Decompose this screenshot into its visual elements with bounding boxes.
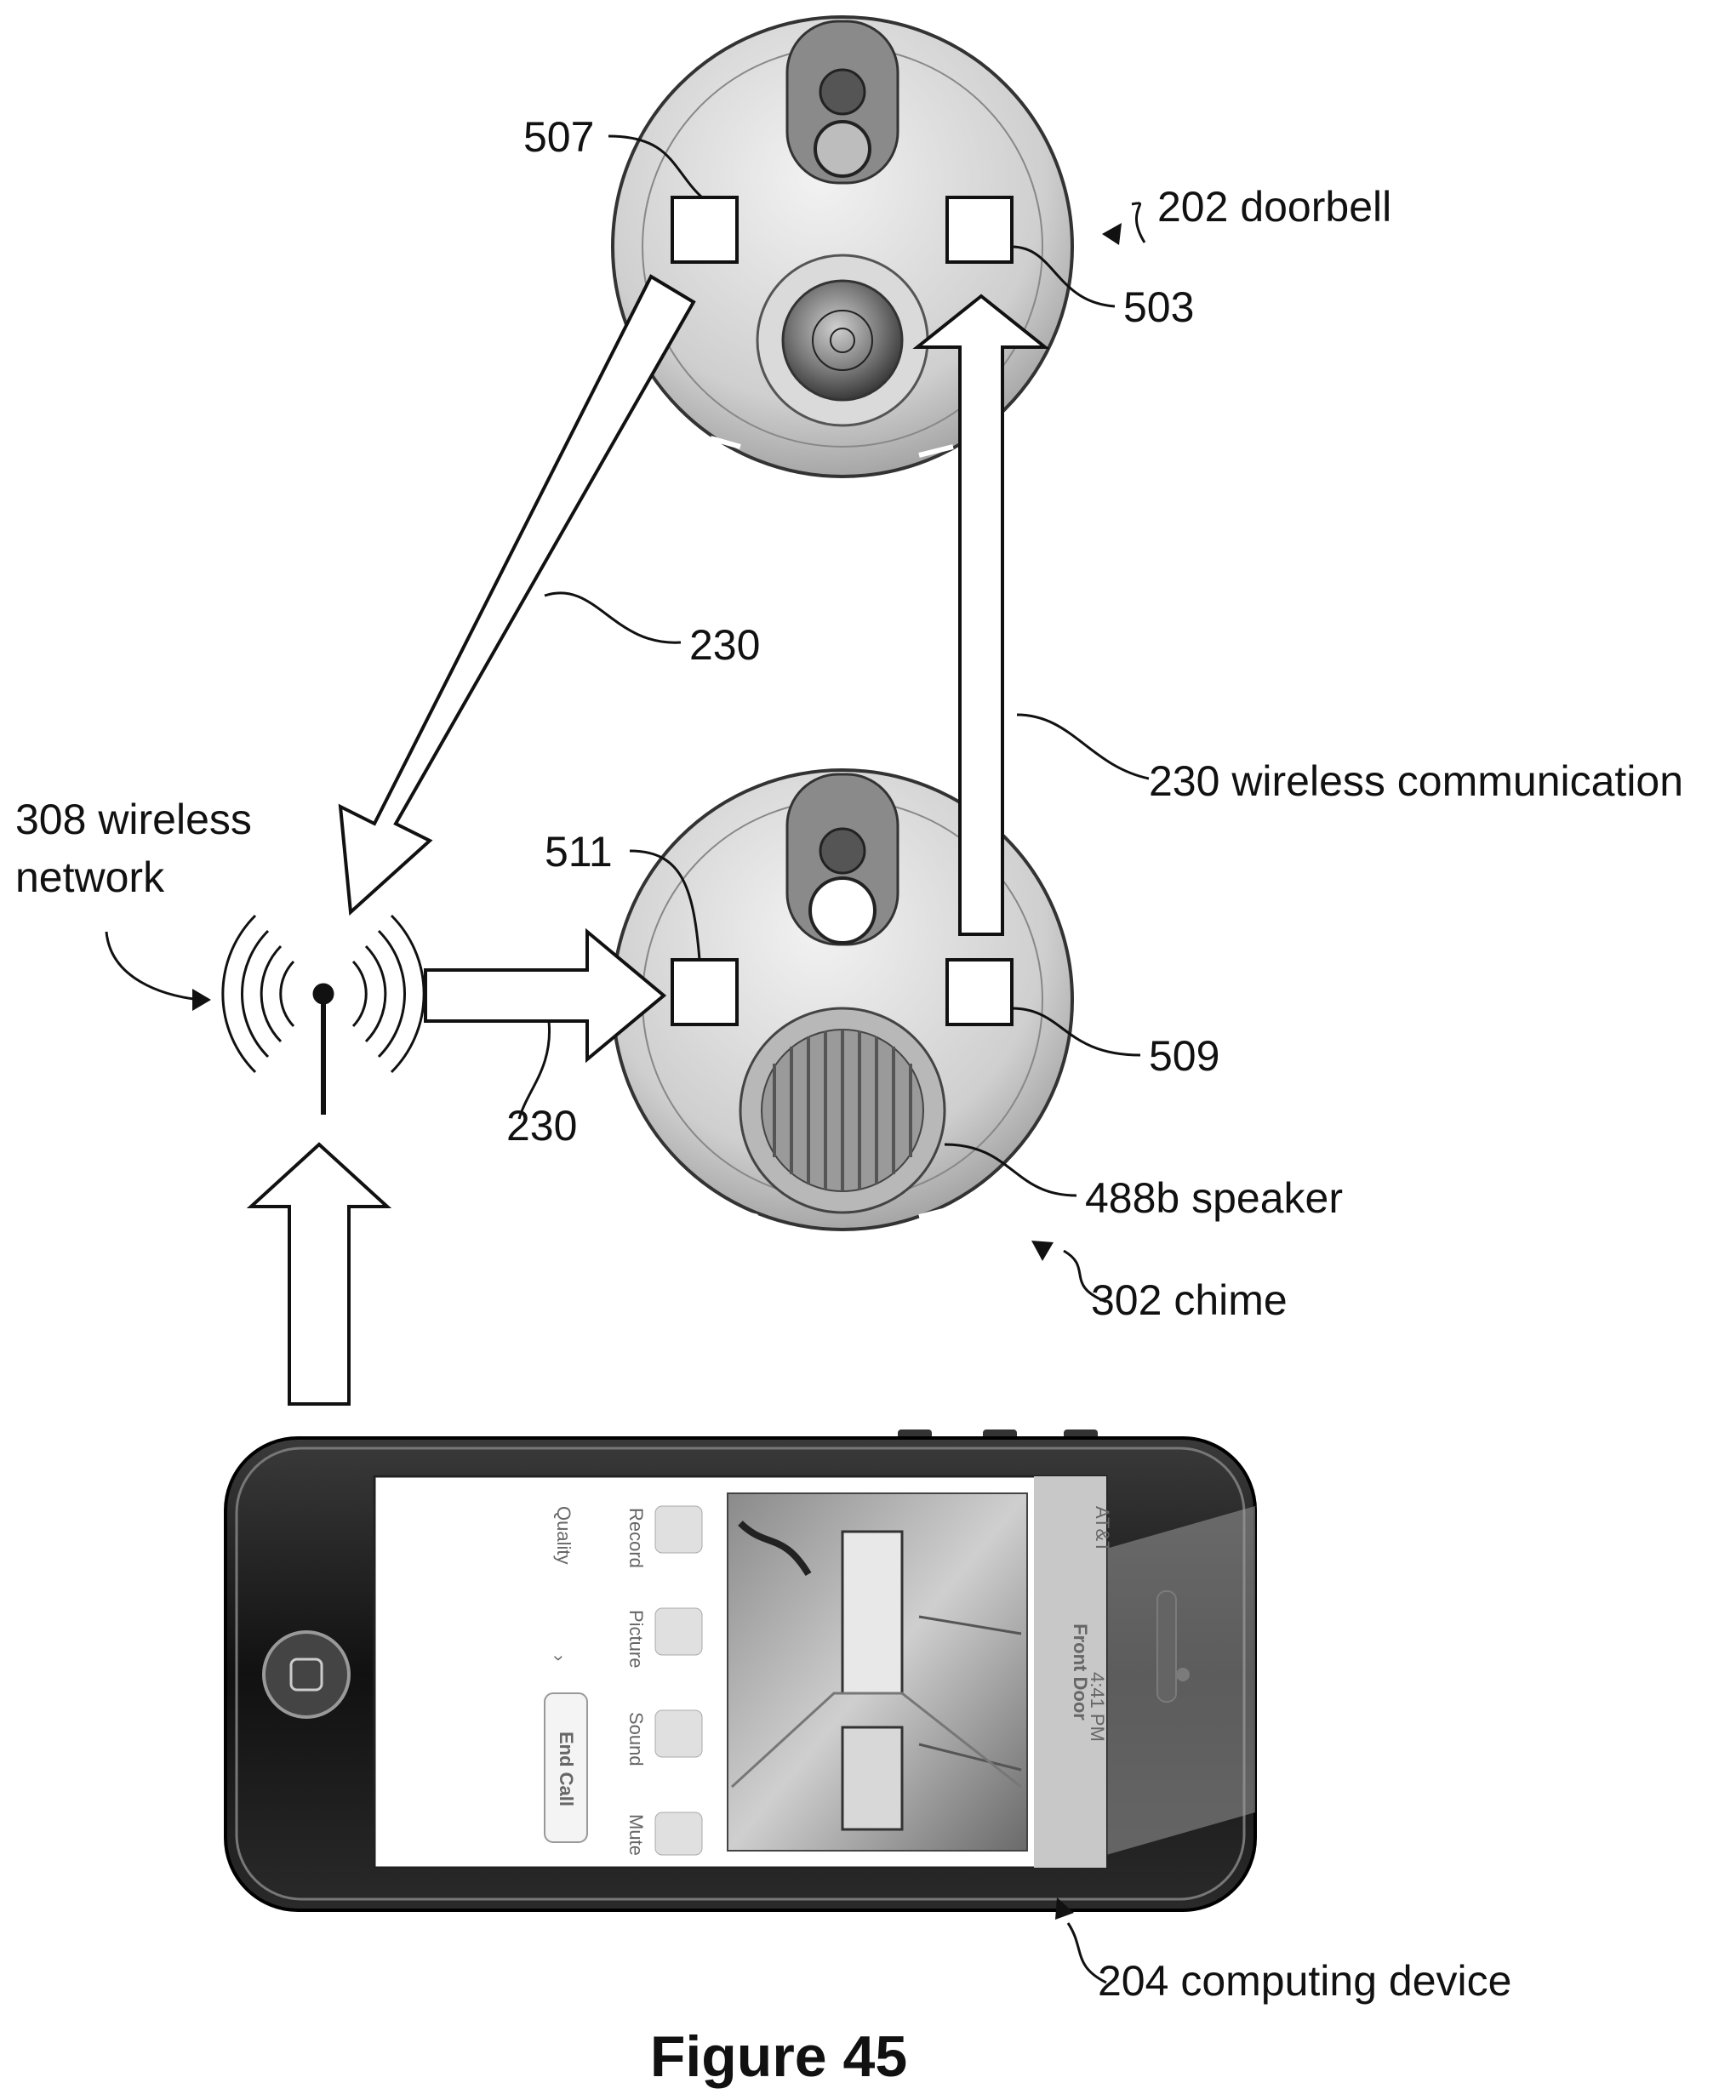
picture-button[interactable] xyxy=(655,1608,702,1655)
chime-light-icon xyxy=(810,878,875,943)
label-488b-speaker: 488b speaker xyxy=(1085,1174,1343,1222)
chime-led-icon xyxy=(820,829,865,873)
speaker-grille-icon xyxy=(740,1008,945,1213)
label-302-chime: 302 chime xyxy=(1091,1276,1288,1324)
arrow-doorbell-to-network xyxy=(340,277,694,912)
chime-component-509 xyxy=(947,960,1012,1024)
sound-button[interactable] xyxy=(655,1710,702,1757)
chime-component-511 xyxy=(672,960,737,1024)
label-204-computing-device: 204 computing device xyxy=(1098,1957,1511,2005)
label-230-upper: 230 xyxy=(689,621,760,669)
record-button[interactable] xyxy=(655,1506,702,1553)
computing-device-phone: Front Door 4:41 PM AT&T Record Picture S… xyxy=(226,1429,1255,1910)
label-230-wireless-communication: 230 wireless communication xyxy=(1149,757,1683,805)
quality-label: Quality xyxy=(553,1506,574,1564)
label-503: 503 xyxy=(1123,283,1194,331)
label-202-doorbell: 202 doorbell xyxy=(1157,183,1391,231)
label-511: 511 xyxy=(545,828,613,876)
end-call-label: End Call xyxy=(556,1732,577,1806)
doorbell-component-507 xyxy=(672,197,737,262)
label-230-lower: 230 xyxy=(506,1102,577,1150)
doorbell-component-503 xyxy=(947,197,1012,262)
picture-label: Picture xyxy=(625,1610,647,1668)
label-507: 507 xyxy=(523,113,594,161)
record-label: Record xyxy=(625,1508,647,1568)
phone-screen: Front Door 4:41 PM AT&T Record Picture S… xyxy=(374,1476,1113,1868)
screen-time: 4:41 PM xyxy=(1087,1672,1108,1742)
home-button[interactable] xyxy=(264,1632,349,1717)
label-308-wireless: 308 wireless xyxy=(15,796,252,843)
mute-label: Mute xyxy=(625,1814,647,1856)
doorbell-led-icon xyxy=(820,70,865,114)
mute-button[interactable] xyxy=(655,1812,702,1855)
label-509: 509 xyxy=(1149,1032,1219,1080)
quality-chevron-icon: › xyxy=(549,1655,570,1661)
arrow-phone-to-network xyxy=(251,1144,387,1404)
wireless-network-antenna-icon xyxy=(223,916,424,1115)
label-308-network: network xyxy=(15,853,165,901)
figure-caption: Figure 45 xyxy=(650,2024,907,2089)
screen-carrier: AT&T xyxy=(1092,1506,1113,1553)
sound-label: Sound xyxy=(625,1712,647,1766)
doorbell-camera-icon xyxy=(815,122,870,176)
end-call-button[interactable]: End Call xyxy=(545,1693,587,1842)
